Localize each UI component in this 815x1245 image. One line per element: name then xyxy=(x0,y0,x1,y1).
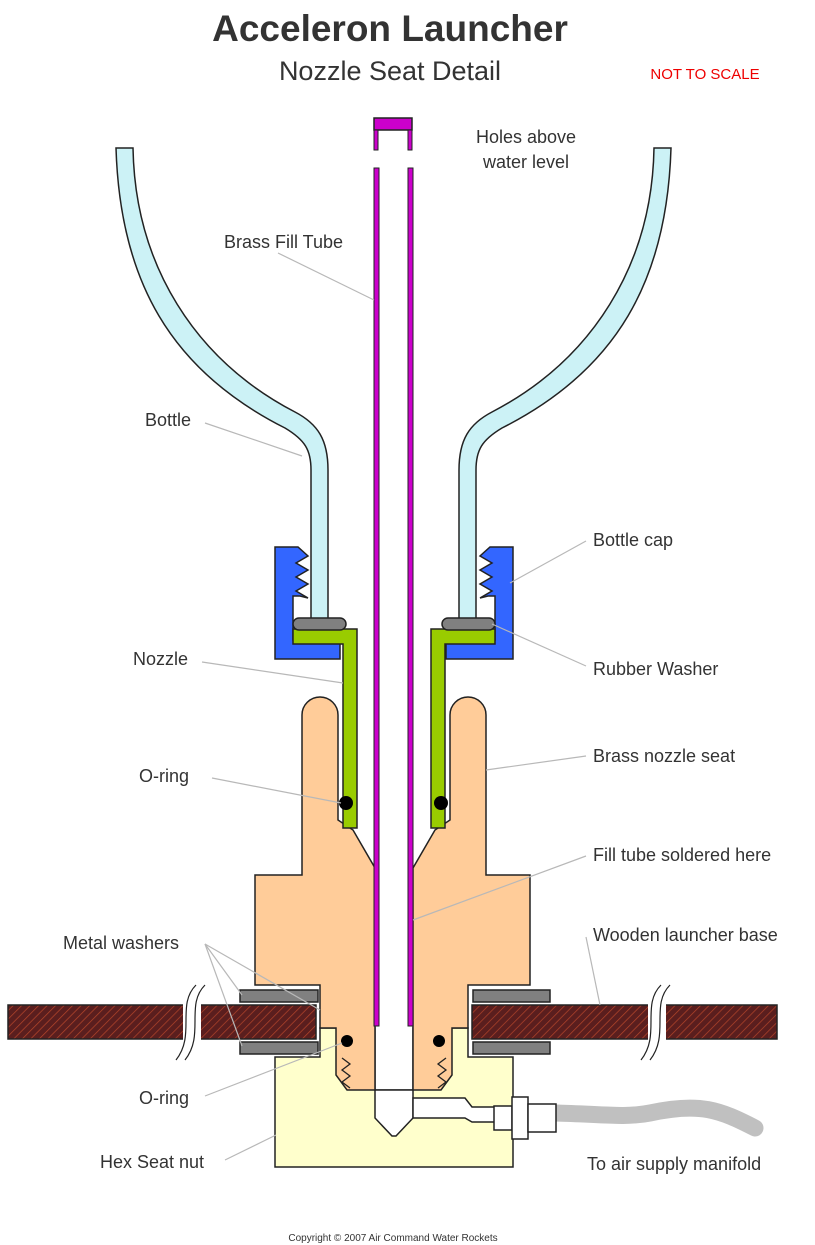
seat-threads xyxy=(340,1057,448,1089)
label-bottle: Bottle xyxy=(145,410,191,430)
hose-fitting xyxy=(493,1096,557,1140)
o-ring-upper-right xyxy=(434,796,448,810)
label-hex-seat-nut: Hex Seat nut xyxy=(100,1152,204,1172)
bottle xyxy=(115,147,672,621)
copyright-notice: Copyright © 2007 Air Command Water Rocke… xyxy=(288,1233,497,1244)
metal-washers xyxy=(239,989,551,1055)
label-air-supply-manifold: To air supply manifold xyxy=(587,1154,761,1174)
diagram-subtitle: Nozzle Seat Detail xyxy=(279,56,501,86)
label-holes-above-water-2: water level xyxy=(482,152,569,172)
label-brass-fill-tube: Brass Fill Tube xyxy=(224,232,343,252)
leader-lines xyxy=(201,252,601,1161)
o-ring-lower-left xyxy=(341,1035,353,1047)
brass-nozzle-seat xyxy=(254,696,531,1091)
label-rubber-washer: Rubber Washer xyxy=(593,659,718,679)
diagram-title: Acceleron Launcher xyxy=(212,8,568,49)
label-o-ring-upper: O-ring xyxy=(139,766,189,786)
label-bottle-cap: Bottle cap xyxy=(593,530,673,550)
label-nozzle: Nozzle xyxy=(133,649,188,669)
label-fill-tube-soldered: Fill tube soldered here xyxy=(593,845,771,865)
brass-fill-tube xyxy=(373,117,414,1027)
label-holes-above-water-1: Holes above xyxy=(476,127,576,147)
label-o-ring-lower: O-ring xyxy=(139,1088,189,1108)
rubber-washer-left xyxy=(292,617,347,631)
label-metal-washers: Metal washers xyxy=(63,933,179,953)
bottle-cap-right xyxy=(445,546,514,660)
o-ring-upper-left xyxy=(339,796,353,810)
not-to-scale-note: NOT TO SCALE xyxy=(650,66,759,83)
rubber-washer-right xyxy=(441,617,496,631)
bottle-cap-left xyxy=(274,546,341,660)
label-brass-nozzle-seat: Brass nozzle seat xyxy=(593,746,735,766)
air-hose xyxy=(546,1099,764,1137)
o-ring-lower-right xyxy=(433,1035,445,1047)
label-wooden-launcher-base: Wooden launcher base xyxy=(593,925,778,945)
wooden-launcher-base xyxy=(7,984,778,1061)
